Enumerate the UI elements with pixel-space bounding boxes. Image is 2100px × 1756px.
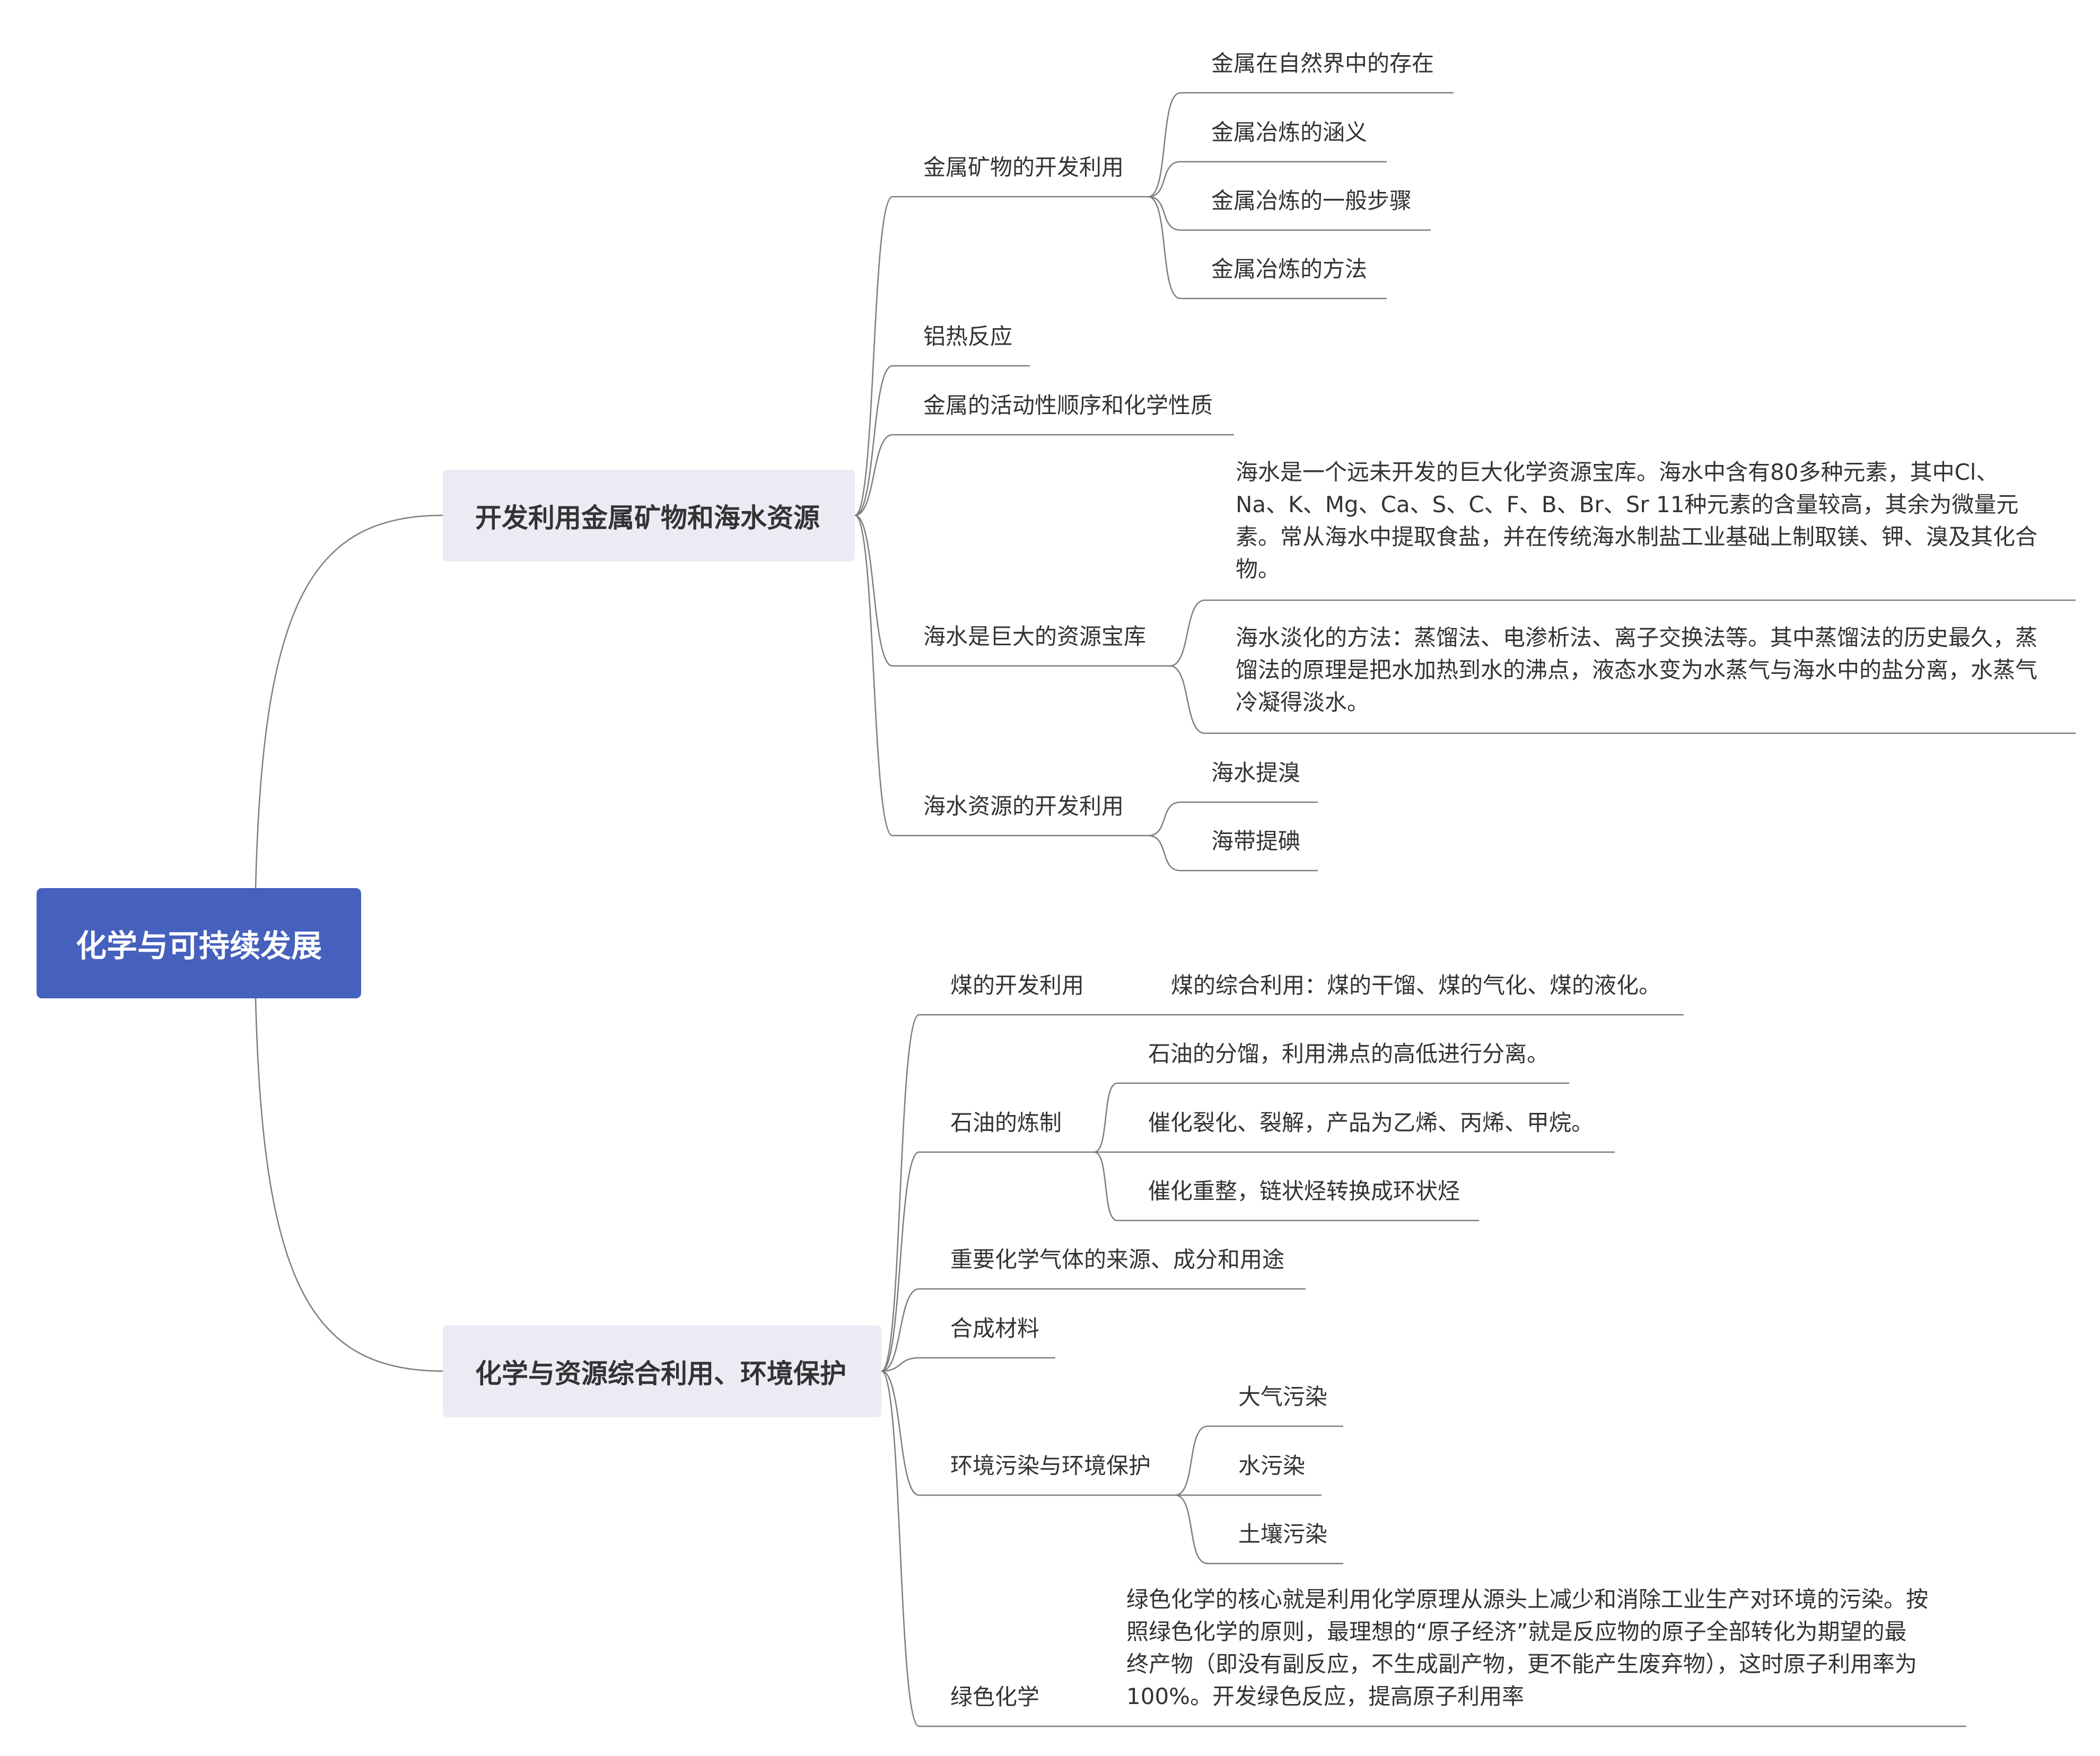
detail-topic-smelting-methods: 金属冶炼的方法 <box>1211 256 1368 282</box>
subtopic-environmental-protection: 环境污染与环境保护 <box>950 1453 1151 1479</box>
connector-line <box>1148 801 1181 837</box>
note-line: 冷凝得淡水。 <box>1236 689 1370 715</box>
note-line: Na、K、Mg、Ca、S、C、F、B、Br、Sr 11种元素的含量较高，其余为微… <box>1236 491 2019 517</box>
detail-topic-catalytic-cracking: 催化裂化、裂解，产品为乙烯、丙烯、甲烷。 <box>1148 1110 1594 1136</box>
connector-line <box>854 365 893 516</box>
detail-topic-bromine-extraction: 海水提溴 <box>1211 760 1301 786</box>
connector-line <box>854 514 893 837</box>
detail-topic-smelting-meaning: 金属冶炼的涵义 <box>1211 119 1368 145</box>
main-topic-metals-seawater: 开发利用金属矿物和海水资源 <box>443 470 855 561</box>
note-line: 物。 <box>1236 556 1281 582</box>
note-line: 终产物（即没有副反应，不生成副产物，更不能产生废弃物），这时原子利用率为 <box>1126 1651 1918 1677</box>
subtopic-metal-ore-utilization: 金属矿物的开发利用 <box>923 154 1124 180</box>
note-seawater-desalination: 海水淡化的方法：蒸馏法、电渗析法、离子交换法等。其中蒸馏法的历史最久，蒸 馏法的… <box>1236 621 2037 718</box>
note-line: 绿色化学的核心就是利用化学原理从源头上减少和消除工业生产对环境的污染。按 <box>1126 1586 1929 1612</box>
detail-topic-smelting-steps: 金属冶炼的一般步骤 <box>1211 188 1412 214</box>
subtopic-metal-activity-series: 金属的活动性顺序和化学性质 <box>923 392 1213 418</box>
note-line: 100%。开发绿色反应，提高原子利用率 <box>1126 1683 1525 1709</box>
detail-topic-soil-pollution: 土壤污染 <box>1238 1521 1328 1547</box>
connector-line <box>1148 196 1181 231</box>
connector-line <box>854 434 893 516</box>
connector-line <box>1175 1494 1208 1565</box>
detail-topic-iodine-extraction: 海带提碘 <box>1211 828 1301 854</box>
connector-line <box>881 1288 920 1372</box>
detail-topic-water-pollution: 水污染 <box>1238 1453 1306 1479</box>
subtopic-seawater-treasury: 海水是巨大的资源宝库 <box>923 624 1147 649</box>
main-topic-label: 开发利用金属矿物和海水资源 <box>475 502 820 533</box>
subtopic-green-chemistry: 绿色化学 <box>950 1684 1040 1710</box>
subtopic-important-gases: 重要化学气体的来源、成分和用途 <box>950 1246 1285 1272</box>
connector-line <box>255 514 443 889</box>
subtopic-coal-utilization: 煤的开发利用 <box>950 972 1084 998</box>
connector-line <box>1175 1425 1208 1496</box>
connector-line <box>1169 599 1205 667</box>
connector-line <box>1093 1151 1118 1222</box>
detail-topic-metal-in-nature: 金属在自然界中的存在 <box>1211 50 1434 76</box>
subtopic-petroleum-refining: 石油的炼制 <box>950 1110 1062 1136</box>
main-topic-resources-environment: 化学与资源综合利用、环境保护 <box>443 1325 881 1417</box>
note-line: 馏法的原理是把水加热到水的沸点，液态水变为水蒸气与海水中的盐分离，水蒸气 <box>1236 657 2038 683</box>
detail-topic-coal-comprehensive-use: 煤的综合利用：煤的干馏、煤的气化、煤的液化。 <box>1171 972 1661 998</box>
detail-topic-fractional-distillation: 石油的分馏，利用沸点的高低进行分离。 <box>1148 1041 1550 1067</box>
connector-line <box>1148 161 1181 198</box>
connector-line <box>881 1151 920 1372</box>
note-line: 照绿色化学的原则，最理想的“原子经济”就是反应物的原子全部转化为期望的最 <box>1126 1619 1907 1645</box>
main-topic-label: 化学与资源综合利用、环境保护 <box>475 1358 846 1389</box>
connector-line <box>1169 665 1205 734</box>
subtopic-synthetic-materials: 合成材料 <box>950 1315 1040 1341</box>
connector-line <box>1093 1082 1118 1153</box>
subtopic-thermite-reaction: 铝热反应 <box>923 323 1013 349</box>
note-seawater-composition: 海水是一个远未开发的巨大化学资源宝库。海水中含有80多种元素，其中Cl、 Na、… <box>1236 456 2037 585</box>
connector-line <box>1148 835 1181 872</box>
central-topic: 化学与可持续发展 <box>37 888 361 998</box>
subtopic-seawater-utilization: 海水资源的开发利用 <box>923 793 1124 819</box>
connector-line <box>854 196 893 516</box>
detail-topic-catalytic-reforming: 催化重整，链状烃转换成环状烃 <box>1148 1178 1460 1204</box>
connector-line <box>881 1014 920 1372</box>
note-green-chemistry: 绿色化学的核心就是利用化学原理从源头上减少和消除工业生产对环境的污染。按 照绿色… <box>1126 1583 1928 1713</box>
connector-line <box>1148 196 1181 300</box>
note-line: 素。常从海水中提取食盐，并在传统海水制盐工业基础上制取镁、钾、溴及其化合 <box>1236 524 2038 550</box>
central-topic-label: 化学与可持续发展 <box>75 928 322 964</box>
connector-line <box>881 1370 920 1727</box>
connector-line <box>881 1370 920 1496</box>
note-line: 海水是一个远未开发的巨大化学资源宝库。海水中含有80多种元素，其中Cl、 <box>1236 459 1999 485</box>
connector-line <box>881 1357 920 1372</box>
note-line: 海水淡化的方法：蒸馏法、电渗析法、离子交换法等。其中蒸馏法的历史最久，蒸 <box>1236 625 2038 651</box>
detail-topic-air-pollution: 大气污染 <box>1238 1384 1328 1410</box>
connector-line <box>1148 92 1181 198</box>
connector-line <box>255 998 443 1372</box>
connector-line <box>854 514 893 667</box>
